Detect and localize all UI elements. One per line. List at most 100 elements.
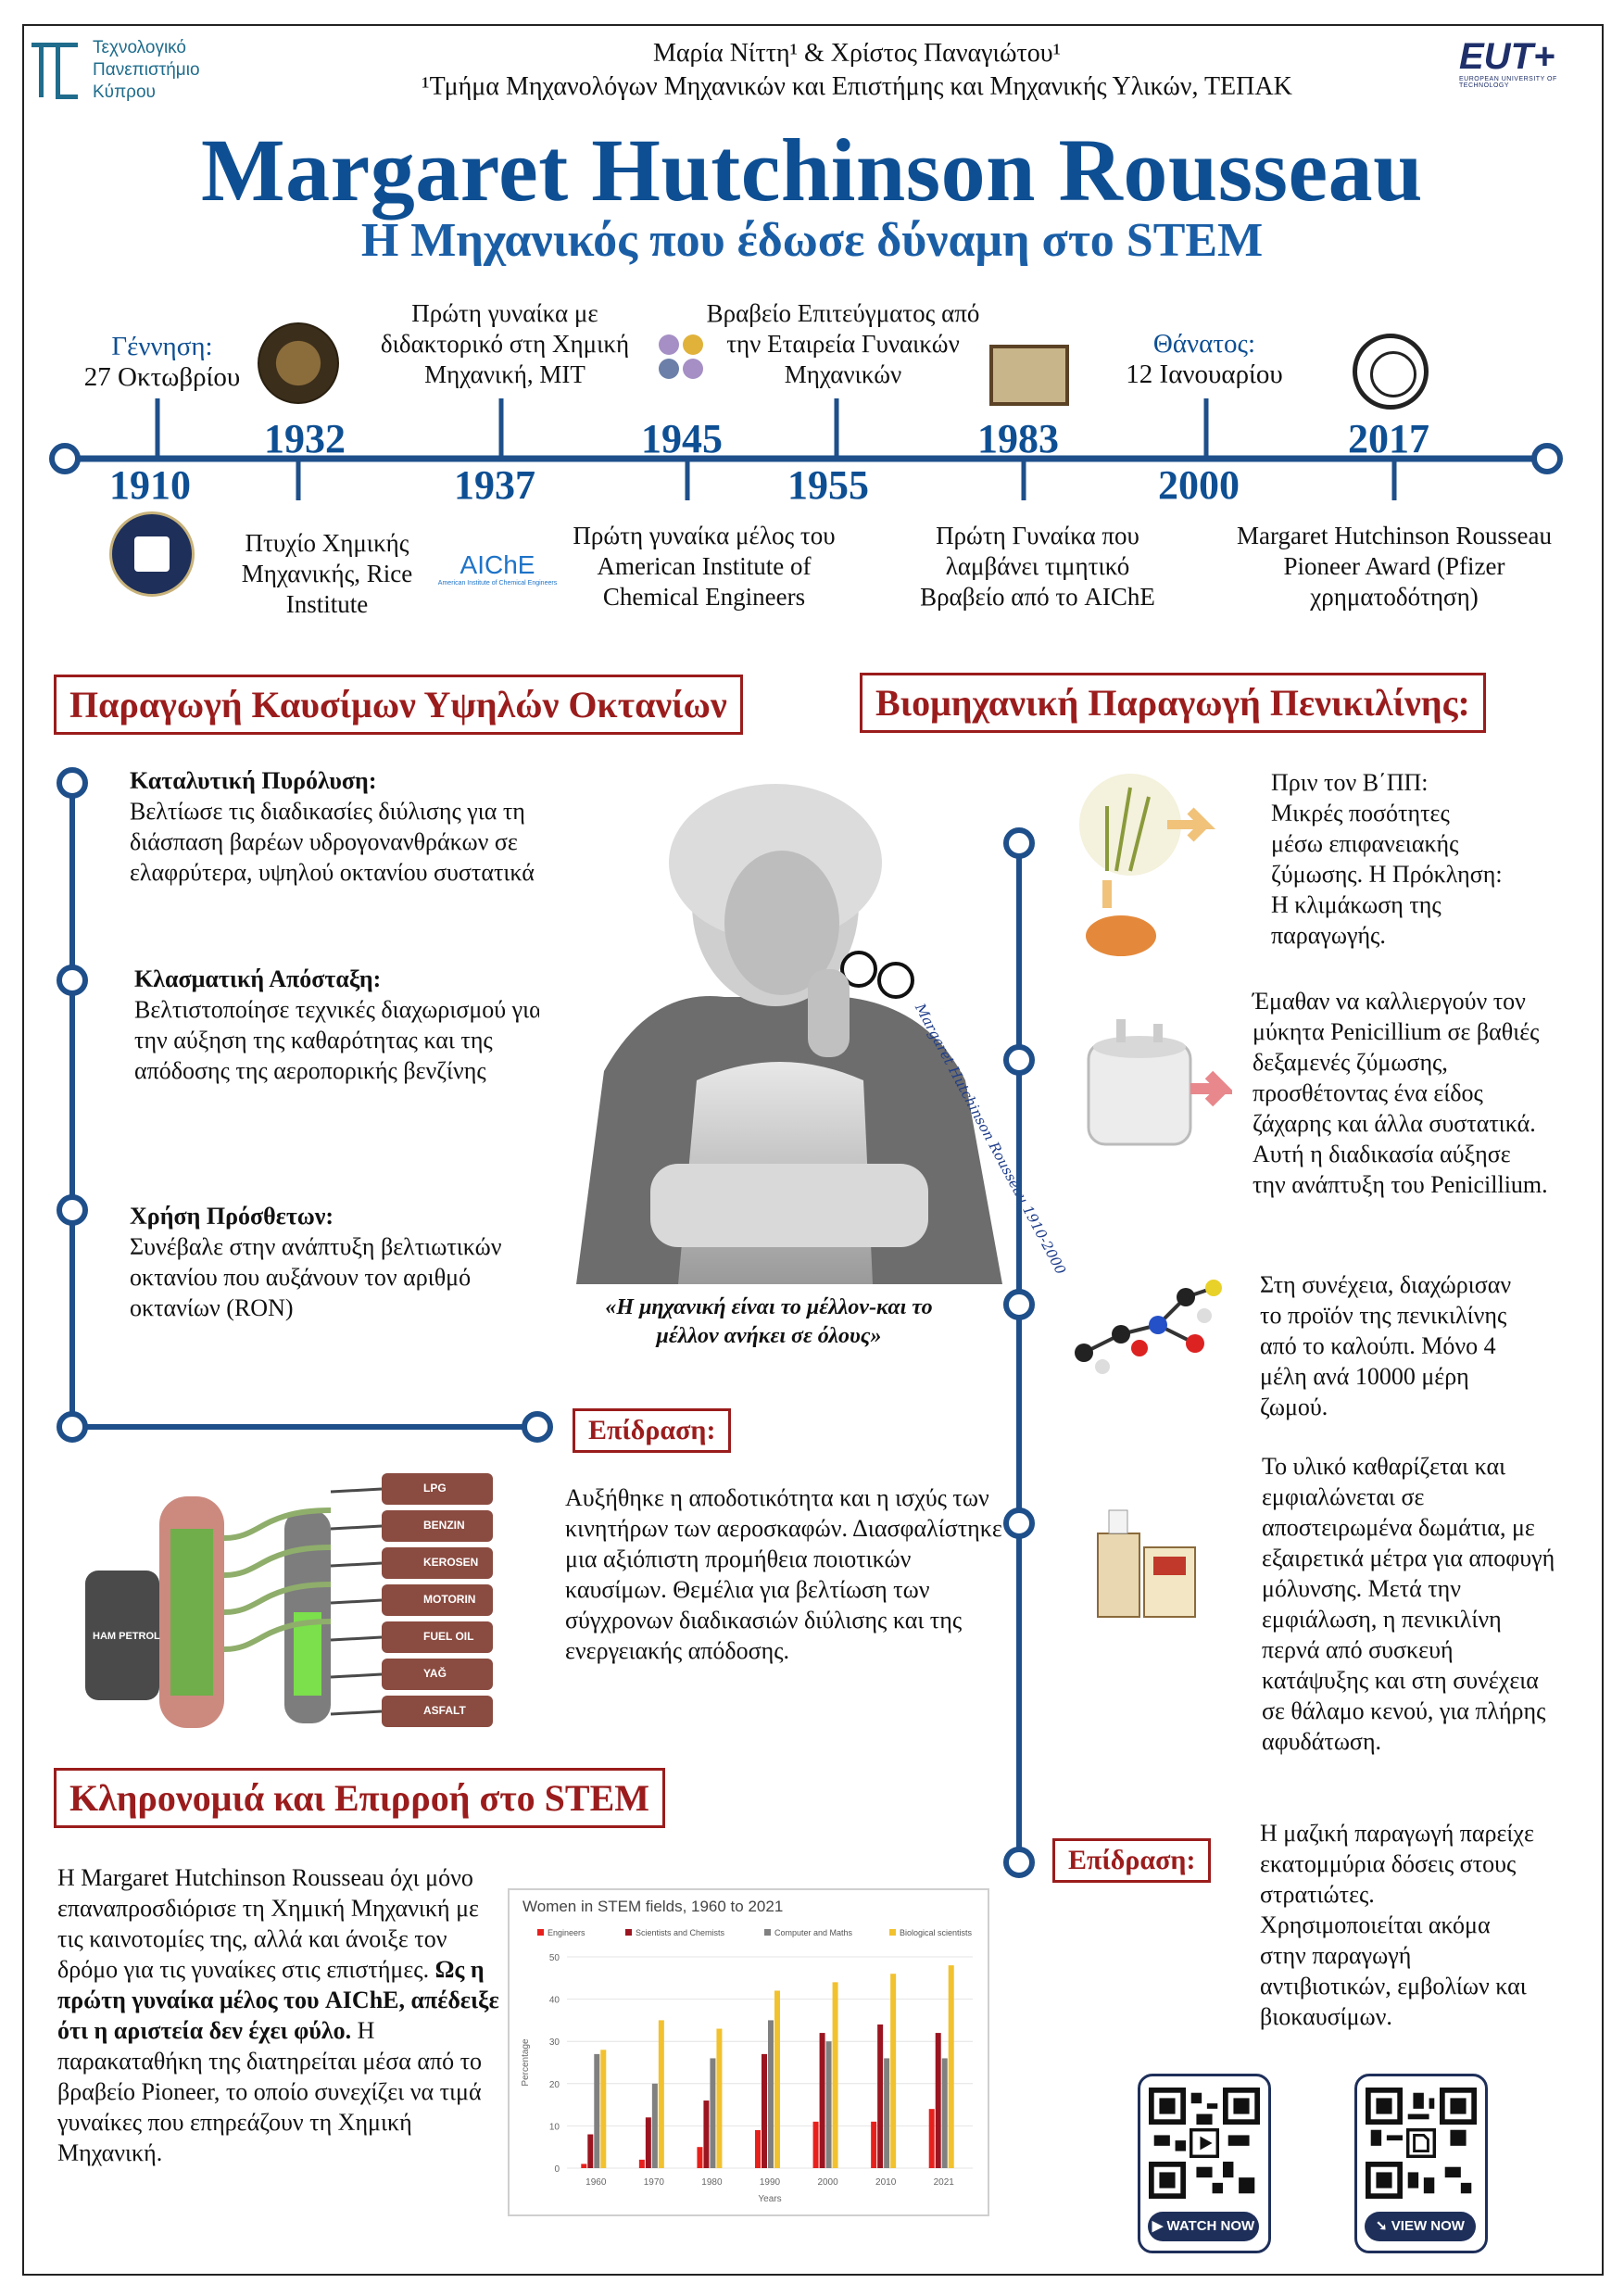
penicillin-impact-text: Η μαζική παραγωγή παρείχε εκατομμύρια δό… bbox=[1260, 1820, 1534, 2030]
legend-label: Biological scientists bbox=[900, 1928, 973, 1937]
y-tick-label: 0 bbox=[554, 2164, 560, 2175]
bar bbox=[768, 2020, 774, 2168]
death-date: 12 Ιανουαρίου bbox=[1126, 360, 1283, 389]
refinery-product-label: YAĞ bbox=[423, 1667, 447, 1680]
eut-caption: EUROPEAN UNIVERSITY OF TECHNOLOGY bbox=[1459, 76, 1557, 89]
fuel-section-title: Παραγωγή Καυσίμων Υψηλών Οκτανίων bbox=[54, 675, 743, 735]
bar bbox=[581, 2164, 587, 2168]
bar bbox=[697, 2147, 703, 2168]
bar bbox=[935, 2033, 941, 2168]
bar bbox=[710, 2058, 716, 2168]
bar bbox=[877, 2024, 884, 2168]
year-1932: 1932 bbox=[264, 416, 346, 461]
legend-swatch bbox=[625, 1929, 632, 1936]
penicillin-process-line bbox=[1003, 827, 1035, 1878]
refinery-product-label: LPG bbox=[423, 1482, 447, 1495]
bar bbox=[645, 2117, 651, 2168]
affiliation: ¹Τμήμα Μηχανολόγων Μηχανικών και Επιστήμ… bbox=[422, 72, 1292, 101]
fuel-item-text: Βελτίωσε τις διαδικασίες διύλισης για τη… bbox=[130, 798, 535, 886]
qr-watch-card[interactable]: ▶ WATCH NOW bbox=[1138, 2074, 1271, 2253]
legacy-text-part: Η παρακαταθήκη της διατηρείται μέσα από … bbox=[57, 2017, 483, 2166]
poster-title: Margaret Hutchinson Rousseau bbox=[201, 120, 1423, 220]
fermentation-tank-icon bbox=[1070, 1015, 1237, 1154]
qr-code-icon bbox=[1366, 2088, 1477, 2199]
watch-now-button[interactable]: ▶ WATCH NOW bbox=[1148, 2212, 1259, 2241]
year-1910: 1910 bbox=[109, 462, 191, 508]
birth-label: Γέννηση: bbox=[111, 332, 213, 361]
refinery-product-label: FUEL OIL bbox=[423, 1630, 474, 1643]
x-tick-label: 1990 bbox=[760, 2177, 781, 2188]
bar bbox=[871, 2121, 877, 2168]
bar bbox=[832, 1982, 838, 2168]
year-1983: 1983 bbox=[977, 416, 1059, 461]
refinery-illustration: HAM PETROL LPG BENZIN KEROSEN MOTORIN FU… bbox=[85, 1473, 493, 1742]
chart-title: Women in STEM fields, 1960 to 2021 bbox=[522, 1898, 784, 1915]
swe-award-event: Βραβείο Επιτεύγματος από την Εταιρεία Γυ… bbox=[706, 299, 980, 388]
aiche-logo-text: AIChE bbox=[460, 550, 535, 579]
rice-event: Πτυχίο Χημικής Μηχανικής, Rice Institute bbox=[241, 529, 413, 618]
bar bbox=[716, 2028, 723, 2168]
university-line: Πανεπιστήμιο bbox=[93, 60, 200, 80]
year-1955: 1955 bbox=[787, 462, 869, 508]
y-tick-label: 50 bbox=[549, 1953, 560, 1963]
refinery-tank-label: HAM PETROL bbox=[93, 1631, 160, 1642]
bar bbox=[928, 2109, 935, 2168]
bar bbox=[600, 2050, 607, 2168]
university-name: Τεχνολογικό Πανεπιστήμιο Κύπρου bbox=[93, 37, 200, 104]
penicillin-step-bottling: Το υλικό καθαρίζεται και εμφιαλώνεται σε… bbox=[1262, 1453, 1555, 1755]
view-now-label: VIEW NOW bbox=[1391, 2218, 1465, 2234]
molecule-icon bbox=[1065, 1260, 1232, 1390]
swe-logo-icon bbox=[648, 326, 713, 391]
bar bbox=[812, 2121, 819, 2168]
fuel-item-heading: Χρήση Πρόσθετων: bbox=[130, 1203, 334, 1230]
x-tick-label: 1980 bbox=[701, 2177, 723, 2188]
birth-date: 27 Οκτωβρίου bbox=[83, 362, 241, 392]
x-tick-label: 2021 bbox=[934, 2177, 955, 2188]
year-1937: 1937 bbox=[454, 462, 535, 508]
watch-now-label: WATCH NOW bbox=[1166, 2218, 1255, 2234]
fuel-item-heading: Κλασματική Απόσταξη: bbox=[134, 965, 382, 992]
y-tick-label: 20 bbox=[549, 2080, 560, 2090]
bar bbox=[825, 2041, 832, 2168]
refinery-product-label: ASFALT bbox=[423, 1704, 466, 1717]
seal-icon bbox=[258, 322, 339, 404]
certificate-icon bbox=[989, 345, 1069, 406]
fuel-process-line bbox=[57, 767, 553, 1443]
legend-label: Computer and Maths bbox=[774, 1928, 853, 1937]
quote: «Η μηχανική είναι το μέλλον-και το μέλλο… bbox=[605, 1295, 933, 1348]
bar bbox=[638, 2159, 645, 2168]
fuel-item-cracking: Καταλυτική Πυρόλυση: Βελτίωσε τις διαδικ… bbox=[130, 765, 611, 888]
poster-frame bbox=[22, 24, 1604, 2276]
penicillin-step-before-war: Πριν τον Β΄ΠΠ: Μικρές ποσότητες μέσω επι… bbox=[1271, 769, 1503, 949]
legacy-section-title: Κληρονομιά και Επιρροή στο STEM bbox=[54, 1768, 666, 1828]
legacy-text-part: Η Margaret Hutchinson Rousseau όχι μόνο … bbox=[57, 1864, 479, 1983]
x-tick-label: 1970 bbox=[644, 2177, 665, 2188]
fuel-item-heading: Καταλυτική Πυρόλυση: bbox=[130, 767, 377, 794]
timeline-graphic bbox=[49, 398, 1563, 500]
x-tick-label: 1960 bbox=[585, 2177, 607, 2188]
university-line: Κύπρου bbox=[93, 82, 156, 102]
legend-swatch bbox=[537, 1929, 544, 1936]
penicillin-step-separation: Στη συνέχεια, διαχώρισαν το προϊόν της π… bbox=[1260, 1271, 1512, 1420]
legacy-text: Η Margaret Hutchinson Rousseau όχι μόνο … bbox=[57, 1862, 507, 2168]
bar bbox=[819, 2033, 825, 2168]
bar bbox=[703, 2100, 710, 2168]
qr-view-card[interactable]: ➘ VIEW NOW bbox=[1354, 2074, 1488, 2253]
bar bbox=[762, 2053, 767, 2168]
year-2017: 2017 bbox=[1348, 416, 1429, 461]
phd-event: Πρώτη γυναίκα με διδακτορικό στη Χημική … bbox=[380, 299, 630, 388]
university-line: Τεχνολογικό bbox=[93, 38, 187, 57]
bar bbox=[651, 2083, 658, 2168]
penicillin-section-title: Βιομηχανική Παραγωγή Πενικιλίνης: bbox=[860, 673, 1486, 733]
penicillin-step-deep-tanks: Έμαθαν να καλλιεργούν τον μύκητα Penicil… bbox=[1253, 988, 1548, 1198]
fuel-impact-text: Αυξήθηκε η αποδοτικότητα και η ισχύς των… bbox=[565, 1484, 1002, 1664]
fuel-item-text: Βελτιστοποίησε τεχνικές διαχωρισμού για … bbox=[134, 996, 542, 1084]
aiche-logo-caption: American Institute of Chemical Engineers bbox=[437, 580, 558, 587]
aiche-member-event: Πρώτη γυναίκα μέλος του American Institu… bbox=[573, 522, 836, 611]
y-tick-label: 10 bbox=[549, 2122, 560, 2132]
stamp-icon bbox=[1353, 334, 1429, 410]
refinery-product-label: MOTORIN bbox=[423, 1593, 476, 1606]
play-icon: ▶ bbox=[1152, 2218, 1167, 2234]
view-now-button[interactable]: ➘ VIEW NOW bbox=[1365, 2212, 1476, 2241]
